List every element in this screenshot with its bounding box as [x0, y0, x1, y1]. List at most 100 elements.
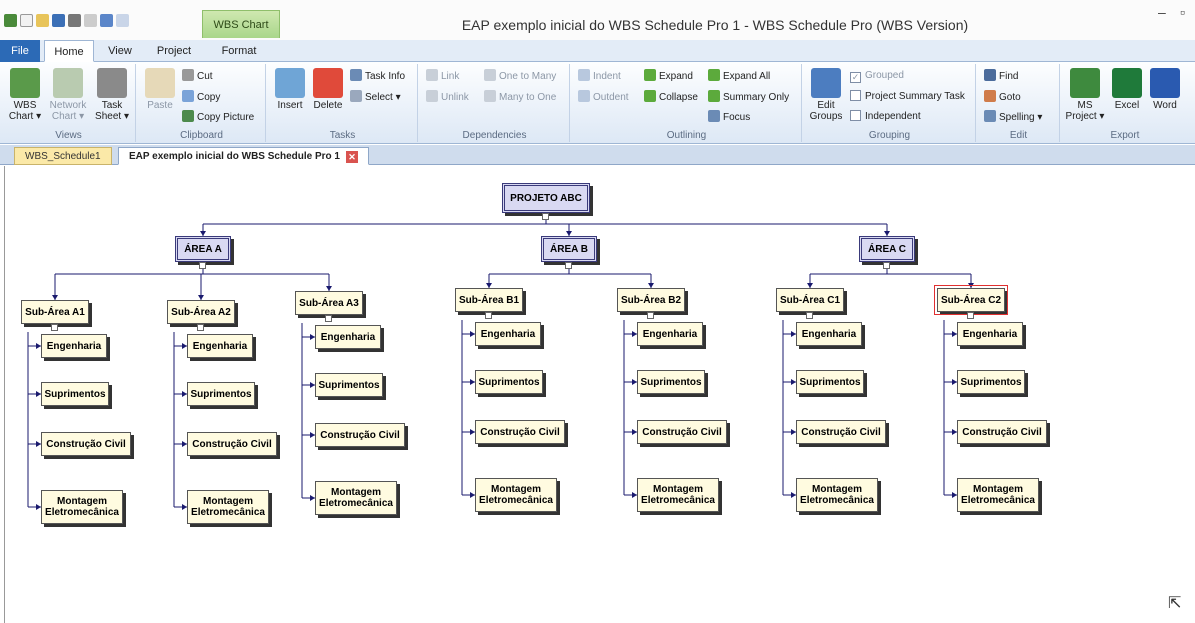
tab-file[interactable]: File [0, 40, 40, 62]
collapse-toggle-icon[interactable] [51, 324, 58, 331]
collapse-toggle-icon[interactable] [199, 262, 206, 269]
paste-button[interactable]: Paste [142, 68, 178, 111]
redo-icon[interactable] [116, 14, 129, 27]
print-icon[interactable] [68, 14, 81, 27]
expand-button[interactable]: Expand [644, 69, 693, 84]
independent-checkbox[interactable]: Independent [850, 110, 921, 124]
save-icon[interactable] [52, 14, 65, 27]
restore-button[interactable]: ▫ [1180, 4, 1185, 20]
wbs-node-subarea[interactable]: Sub-Área C1 [776, 288, 844, 312]
wbs-node-task[interactable]: Engenharia [957, 322, 1023, 346]
wbs-node-subarea[interactable]: Sub-Área C2 [934, 285, 1008, 315]
print-preview-icon[interactable] [84, 14, 97, 27]
collapse-toggle-icon[interactable] [565, 262, 572, 269]
task-info-button[interactable]: Task Info [350, 69, 405, 84]
wbs-chart-button[interactable]: WBS Chart ▾ [6, 68, 44, 122]
spelling-button[interactable]: Spelling ▾ [984, 110, 1042, 125]
insert-button[interactable]: Insert [272, 68, 308, 111]
wbs-node-task[interactable]: Construção Civil [315, 423, 405, 447]
wbs-chart-canvas[interactable]: PROJETO ABC ÁREA A ÁREA B ÁREA C Sub-Área A1… [4, 166, 1195, 623]
collapse-toggle-icon[interactable] [967, 312, 974, 319]
expand-all-button[interactable]: Expand All [708, 69, 770, 84]
new-icon[interactable] [20, 14, 33, 27]
task-sheet-button[interactable]: Task Sheet ▾ [92, 68, 132, 122]
wbs-node-task[interactable]: Construção Civil [637, 420, 727, 444]
wbs-node-task[interactable]: Suprimentos [796, 370, 864, 394]
tab-format[interactable]: Format [221, 45, 257, 57]
tab-project[interactable]: Project [156, 45, 192, 57]
word-button[interactable]: Word [1148, 68, 1182, 111]
wbs-node-area[interactable]: ÁREA A [175, 236, 231, 262]
wbs-node-task[interactable]: Construção Civil [475, 420, 565, 444]
wbs-node-task[interactable]: Montagem Eletromecânica [315, 481, 397, 515]
wbs-node-task[interactable]: Montagem Eletromecânica [957, 478, 1039, 512]
wbs-node-task[interactable]: Engenharia [637, 322, 703, 346]
close-tab-icon[interactable]: ✕ [345, 151, 358, 163]
wbs-node-task[interactable]: Construção Civil [187, 432, 277, 456]
wbs-node-task[interactable]: Suprimentos [315, 373, 383, 397]
link-button[interactable]: Link [426, 69, 459, 84]
wbs-node-subarea[interactable]: Sub-Área B1 [455, 288, 523, 312]
undo-icon[interactable] [100, 14, 113, 27]
copy-button[interactable]: Copy [182, 90, 220, 105]
wbs-node-task[interactable]: Engenharia [475, 322, 541, 346]
wbs-node-task[interactable]: Construção Civil [41, 432, 131, 456]
many-to-one-button[interactable]: Many to One [484, 90, 556, 105]
wbs-node-task[interactable]: Montagem Eletromecânica [187, 490, 269, 524]
wbs-node-task[interactable]: Construção Civil [796, 420, 886, 444]
wbs-node-subarea[interactable]: Sub-Área A3 [295, 291, 363, 315]
tab-view[interactable]: View [108, 45, 132, 57]
delete-button[interactable]: Delete [310, 68, 346, 111]
wbs-node-task[interactable]: Suprimentos [637, 370, 705, 394]
wbs-node-area[interactable]: ÁREA C [859, 236, 915, 262]
ms-project-button[interactable]: MS Project ▾ [1064, 68, 1106, 122]
wbs-node-task[interactable]: Suprimentos [41, 382, 109, 406]
excel-button[interactable]: Excel [1110, 68, 1144, 111]
copy-picture-button[interactable]: Copy Picture [182, 110, 254, 125]
context-tab-wbs-chart[interactable]: WBS Chart [202, 10, 280, 38]
one-to-many-button[interactable]: One to Many [484, 69, 556, 84]
wbs-node-task[interactable]: Montagem Eletromecânica [475, 478, 557, 512]
grouped-checkbox[interactable]: ✓Grouped [850, 69, 904, 83]
network-chart-button[interactable]: Network Chart ▾ [46, 68, 90, 122]
wbs-node-task[interactable]: Montagem Eletromecânica [41, 490, 123, 524]
wbs-node-task[interactable]: Engenharia [41, 334, 107, 358]
outdent-button[interactable]: Outdent [578, 90, 629, 105]
project-summary-task-checkbox[interactable]: Project Summary Task [850, 90, 965, 104]
wbs-node-subarea[interactable]: Sub-Área A1 [21, 300, 89, 324]
wbs-node-area[interactable]: ÁREA B [541, 236, 597, 262]
indent-button[interactable]: Indent [578, 69, 621, 84]
wbs-node-task[interactable]: Suprimentos [187, 382, 255, 406]
unlink-button[interactable]: Unlink [426, 90, 469, 105]
collapse-toggle-icon[interactable] [806, 312, 813, 319]
doc-tab-eap-exemplo[interactable]: EAP exemplo inicial do WBS Schedule Pro … [118, 147, 369, 165]
doc-tab-wbs-schedule1[interactable]: WBS_Schedule1 [14, 147, 112, 165]
wbs-node-task[interactable]: Montagem Eletromecânica [637, 478, 719, 512]
wbs-node-task[interactable]: Construção Civil [957, 420, 1047, 444]
wbs-node-task[interactable]: Engenharia [187, 334, 253, 358]
minimize-button[interactable]: – [1158, 4, 1166, 20]
collapse-toggle-icon[interactable] [325, 315, 332, 322]
wbs-node-task[interactable]: Montagem Eletromecânica [796, 478, 878, 512]
collapse-toggle-icon[interactable] [542, 213, 549, 220]
open-icon[interactable] [36, 14, 49, 27]
app-icon[interactable] [4, 14, 17, 27]
wbs-node-task[interactable]: Engenharia [796, 322, 862, 346]
wbs-node-subarea[interactable]: Sub-Área B2 [617, 288, 685, 312]
wbs-node-subarea[interactable]: Sub-Área A2 [167, 300, 235, 324]
wbs-node-root[interactable]: PROJETO ABC [502, 183, 590, 213]
collapse-toggle-icon[interactable] [485, 312, 492, 319]
wbs-node-task[interactable]: Suprimentos [475, 370, 543, 394]
collapse-toggle-icon[interactable] [647, 312, 654, 319]
goto-button[interactable]: Goto [984, 90, 1021, 105]
collapse-button[interactable]: Collapse [644, 90, 698, 105]
summary-only-button[interactable]: Summary Only [708, 90, 789, 105]
collapse-toggle-icon[interactable] [883, 262, 890, 269]
wbs-node-task[interactable]: Suprimentos [957, 370, 1025, 394]
find-button[interactable]: Find [984, 69, 1018, 84]
select-button[interactable]: Select ▾ [350, 90, 401, 105]
wbs-node-task[interactable]: Engenharia [315, 325, 381, 349]
focus-button[interactable]: Focus [708, 110, 750, 125]
edit-groups-button[interactable]: Edit Groups [806, 68, 846, 122]
collapse-toggle-icon[interactable] [197, 324, 204, 331]
